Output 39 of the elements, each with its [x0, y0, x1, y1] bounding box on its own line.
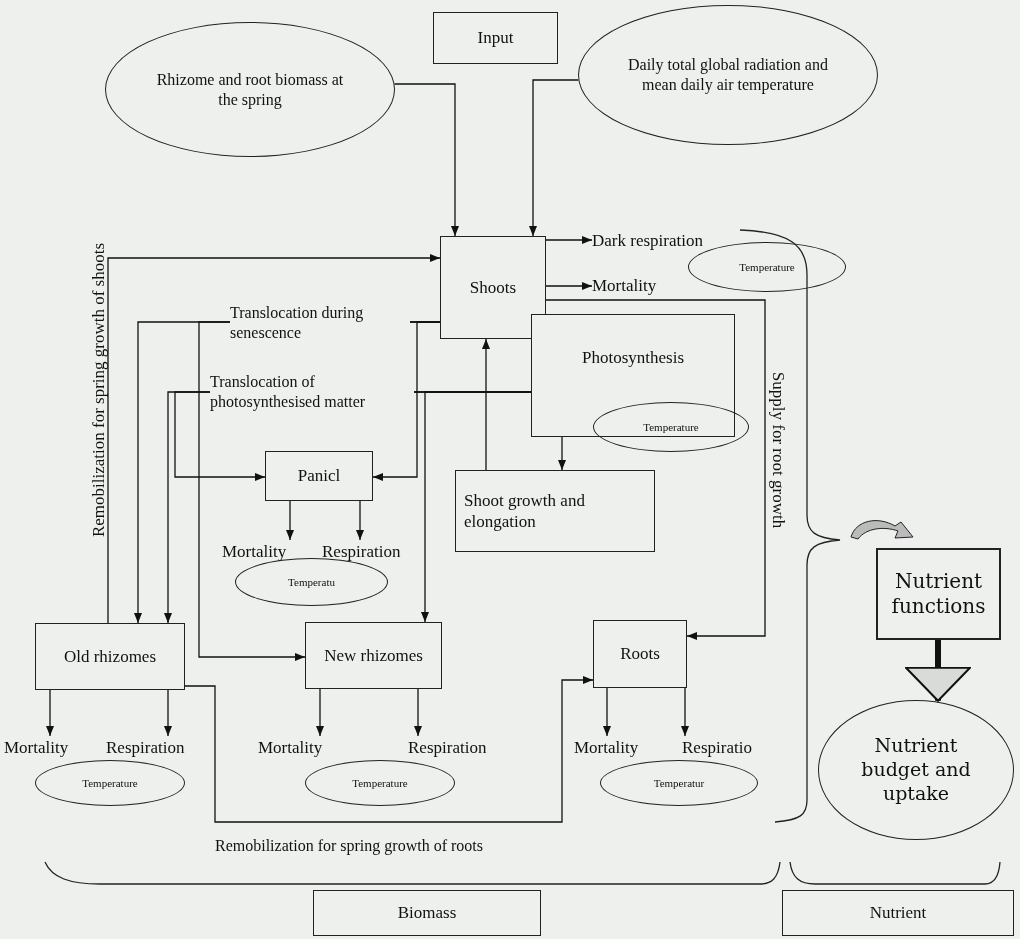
arrow	[414, 688, 422, 737]
flux-label: Mortality	[258, 736, 342, 758]
arrow	[545, 282, 593, 290]
arrow	[164, 689, 172, 737]
process-box: Nutrient functions	[876, 548, 1001, 640]
process-box: Nutrient	[782, 890, 1014, 936]
arrow	[558, 436, 566, 471]
flux-label: Respiratio	[682, 736, 776, 758]
arrow	[529, 79, 580, 237]
process-box: Biomass	[313, 890, 541, 936]
process-box: Shoot growth and elongation	[455, 470, 655, 552]
arrow	[184, 676, 594, 823]
arrow	[107, 254, 441, 624]
input-ellipse: Rhizome and root biomass at the spring	[105, 22, 395, 157]
arrow	[545, 236, 593, 244]
process-box: New rhizomes	[305, 622, 442, 689]
arrow	[681, 687, 689, 737]
arrow	[286, 500, 294, 541]
arrow	[356, 500, 364, 541]
arrow	[482, 338, 490, 471]
flux-label: Mortality	[592, 274, 682, 296]
flux-label: Respiration	[408, 736, 512, 758]
flux-label: Respiration	[106, 736, 210, 758]
block-arrow	[905, 640, 971, 702]
process-box: Panicl	[265, 451, 373, 501]
arrow	[603, 687, 611, 737]
flux-label: Mortality	[574, 736, 658, 758]
arrow	[316, 688, 324, 737]
arrow	[421, 391, 532, 623]
arrow	[46, 689, 54, 737]
process-box: Roots	[593, 620, 687, 688]
process-box: Old rhizomes	[35, 623, 185, 690]
edge-label: Translocation of photosynthesised matter	[210, 372, 414, 412]
process-box: Shoots	[440, 236, 546, 339]
arrow	[372, 321, 441, 481]
process-box: Input	[433, 12, 558, 64]
flux-label: Mortality	[4, 736, 88, 758]
arrow	[393, 83, 459, 237]
arrow	[545, 299, 766, 640]
